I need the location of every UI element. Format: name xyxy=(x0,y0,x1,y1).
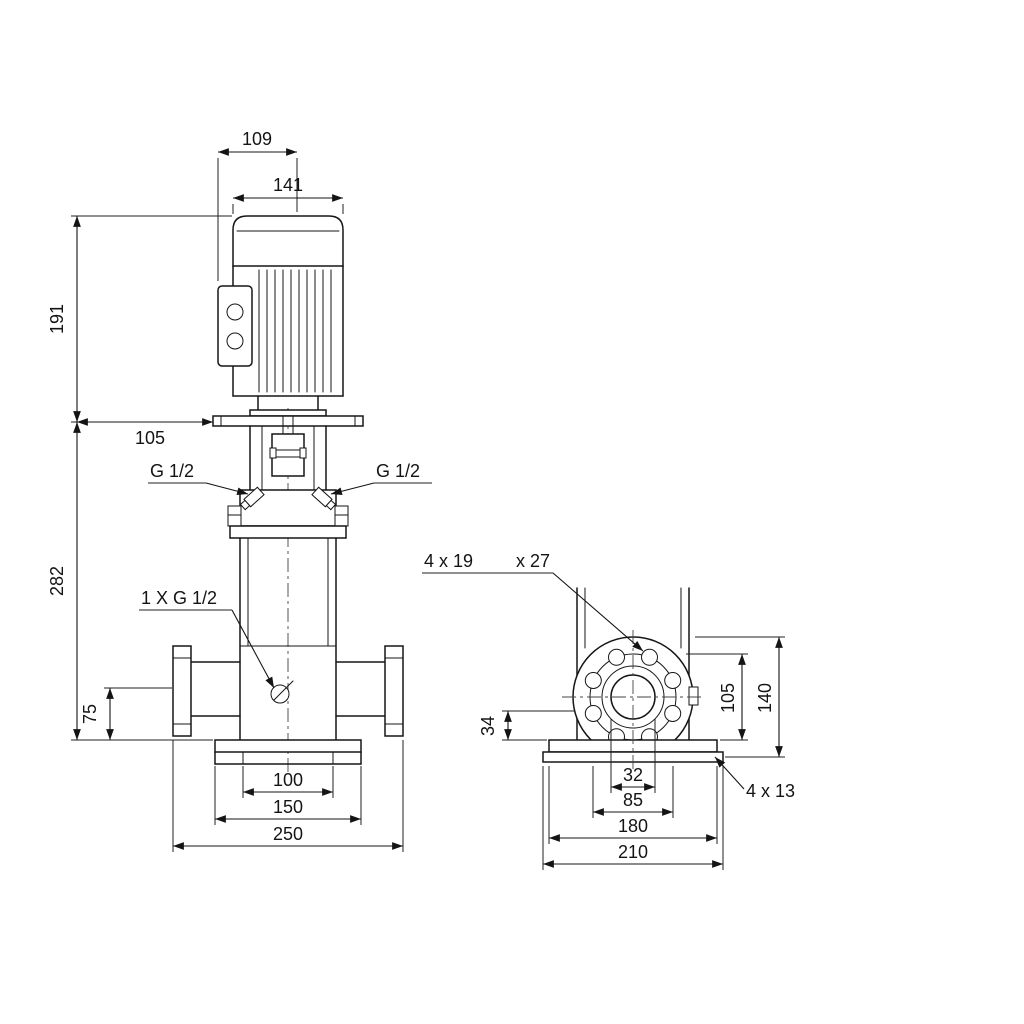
gauge-tap xyxy=(688,686,699,706)
flange-holes-depth-label: x 27 xyxy=(516,551,550,571)
staybolt-left xyxy=(227,505,242,527)
flange-holes-label: 4 x 19 xyxy=(424,551,473,571)
front-view: 109 141 191 105 282 75 G 1/2 xyxy=(47,129,432,852)
port-label-left: G 1/2 xyxy=(150,461,194,481)
side-view: 4 x 19 x 27 34 105 140 32 xyxy=(422,551,795,870)
dim-105-bolt-circle-label: 105 xyxy=(718,683,738,713)
dim-140-label: 140 xyxy=(755,683,775,713)
dim-75-label: 75 xyxy=(80,704,100,724)
g-half-plug-right xyxy=(311,486,337,511)
dim-150-label: 150 xyxy=(273,797,303,817)
drain-plug xyxy=(270,680,294,704)
cable-entry-bottom xyxy=(226,332,244,350)
discharge-flange xyxy=(335,645,404,737)
pump-head xyxy=(227,486,349,539)
suction-flange xyxy=(172,645,241,737)
dim-180-label: 180 xyxy=(618,816,648,836)
dim-141-label: 141 xyxy=(273,175,303,195)
drain-label: 1 X G 1/2 xyxy=(141,588,217,608)
dim-210-label: 210 xyxy=(618,842,648,862)
dim-32-label: 32 xyxy=(623,765,643,785)
dim-282-label: 282 xyxy=(47,566,67,596)
staybolt-right xyxy=(334,505,349,527)
dim-105-stool-label: 105 xyxy=(135,428,165,448)
head-flange xyxy=(229,525,347,539)
cable-entry-top xyxy=(226,303,244,321)
dim-34-label: 34 xyxy=(478,716,498,736)
motor-stool xyxy=(212,395,364,427)
base-holes-label: 4 x 13 xyxy=(746,781,795,801)
dim-109-label: 109 xyxy=(242,129,272,149)
dim-85-label: 85 xyxy=(623,790,643,810)
chamber-stack xyxy=(239,537,337,741)
motor-fins xyxy=(258,269,332,393)
dim-100-label: 100 xyxy=(273,770,303,790)
coupling-lantern xyxy=(249,415,327,491)
front-dimensions: 109 141 191 105 282 75 G 1/2 xyxy=(47,129,432,852)
g-half-plug-left xyxy=(239,486,265,511)
bolt-holes xyxy=(584,648,682,746)
port-label-right: G 1/2 xyxy=(376,461,420,481)
terminal-box xyxy=(217,285,253,367)
coupling xyxy=(271,433,305,477)
motor xyxy=(217,215,344,397)
side-dimensions: 4 x 19 x 27 34 105 140 32 xyxy=(422,551,795,870)
dim-191-label: 191 xyxy=(47,304,67,334)
dim-250-label: 250 xyxy=(273,824,303,844)
base-front xyxy=(214,739,362,765)
fan-cover xyxy=(232,215,344,267)
